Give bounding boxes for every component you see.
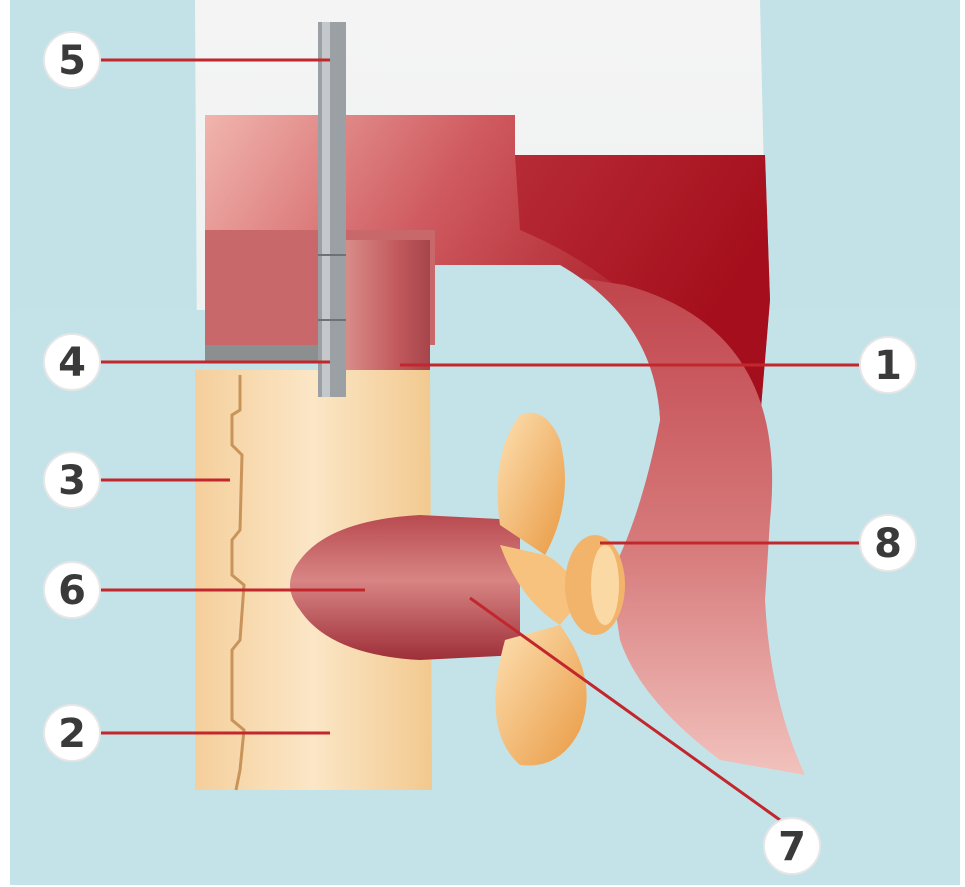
propeller-boss-cap xyxy=(591,545,619,625)
label-7-text: 7 xyxy=(778,824,806,870)
label-marker-5: 5 xyxy=(44,32,100,88)
rudder-bearing xyxy=(205,345,325,363)
label-5-text: 5 xyxy=(58,38,86,84)
label-marker-6: 6 xyxy=(44,562,100,618)
label-2-text: 2 xyxy=(58,711,86,757)
label-6-text: 6 xyxy=(58,568,86,614)
label-marker-3: 3 xyxy=(44,452,100,508)
label-marker-1: 1 xyxy=(860,337,916,393)
label-8-text: 8 xyxy=(874,521,902,567)
label-marker-7: 7 xyxy=(764,818,820,874)
label-1-text: 1 xyxy=(874,343,902,389)
label-marker-8: 8 xyxy=(860,515,916,571)
label-marker-2: 2 xyxy=(44,705,100,761)
label-marker-4: 4 xyxy=(44,334,100,390)
label-4-text: 4 xyxy=(58,340,86,386)
label-3-text: 3 xyxy=(58,458,86,504)
rudder-stock-highlight xyxy=(322,22,330,397)
